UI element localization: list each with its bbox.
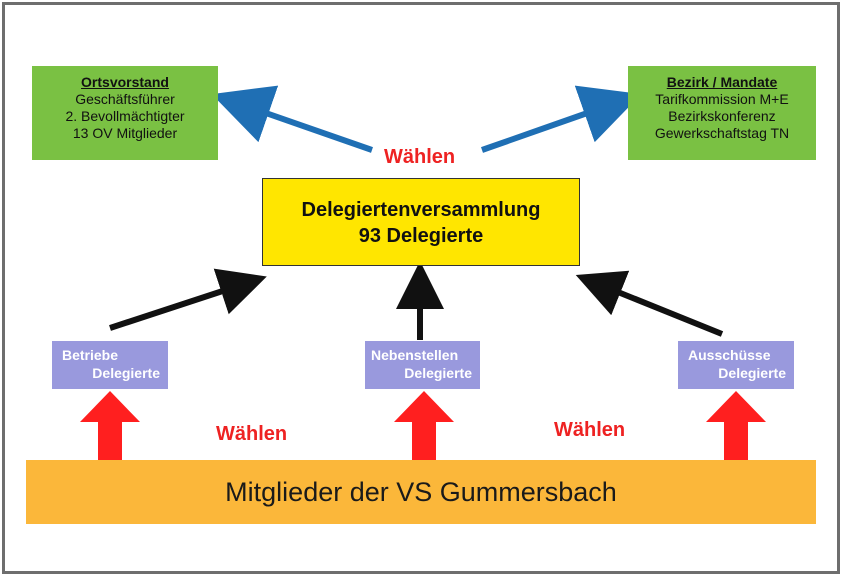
bezirk-box: Bezirk / Mandate Tarifkommission M+E Bez…: [628, 66, 816, 160]
ausschuesse-label: Ausschüsse: [688, 347, 771, 363]
nebenstellen-box: Nebenstellen Delegierte: [365, 341, 480, 389]
bezirk-line: Bezirkskonferenz: [668, 108, 776, 124]
nebenstellen-delegierte-label: Delegierte: [404, 365, 472, 381]
center-subtitle: 93 Delegierte: [358, 225, 484, 247]
waehlen-label-top: Wählen: [384, 146, 456, 168]
ortsvorstand-title: Ortsvorstand: [81, 74, 169, 90]
red-arrow-nebenstellen: [394, 391, 454, 460]
bezirk-line: Gewerkschaftstag TN: [654, 125, 790, 141]
ortsvorstand-line: 2. Bevollmächtigter: [65, 108, 185, 124]
bezirk-line: Tarifkommission M+E: [655, 91, 789, 107]
arrow-to-ortsvorstand: [211, 85, 373, 153]
arrow-betriebe-to-center: [109, 268, 267, 331]
ortsvorstand-box: Ortsvorstand Geschäftsführer 2. Bevollmä…: [32, 66, 218, 160]
red-arrow-betriebe: [80, 391, 140, 460]
nebenstellen-label: Nebenstellen: [371, 347, 459, 363]
ausschuesse-box: Ausschüsse Delegierte: [678, 341, 794, 389]
arrow-ausschuesse-to-center: [575, 270, 724, 337]
waehlen-label-left: Wählen: [216, 423, 288, 445]
ausschuesse-delegierte-label: Delegierte: [718, 365, 786, 381]
betriebe-delegierte-label: Delegierte: [92, 365, 160, 381]
betriebe-label: Betriebe: [62, 347, 119, 363]
center-title: Delegiertenversammlung: [301, 199, 541, 221]
ortsvorstand-line: 13 OV Mitglieder: [72, 125, 178, 141]
betriebe-box: Betriebe Delegierte: [52, 341, 168, 389]
bezirk-title: Bezirk / Mandate: [666, 74, 778, 90]
delegiertenversammlung-box: Delegiertenversammlung 93 Delegierte: [262, 178, 580, 266]
waehlen-label-right: Wählen: [554, 419, 626, 441]
arrow-to-bezirk: [481, 85, 642, 153]
members-bar: Mitglieder der VS Gummersbach: [26, 460, 816, 524]
ortsvorstand-line: Geschäftsführer: [75, 91, 175, 107]
red-arrow-ausschuesse: [706, 391, 766, 460]
